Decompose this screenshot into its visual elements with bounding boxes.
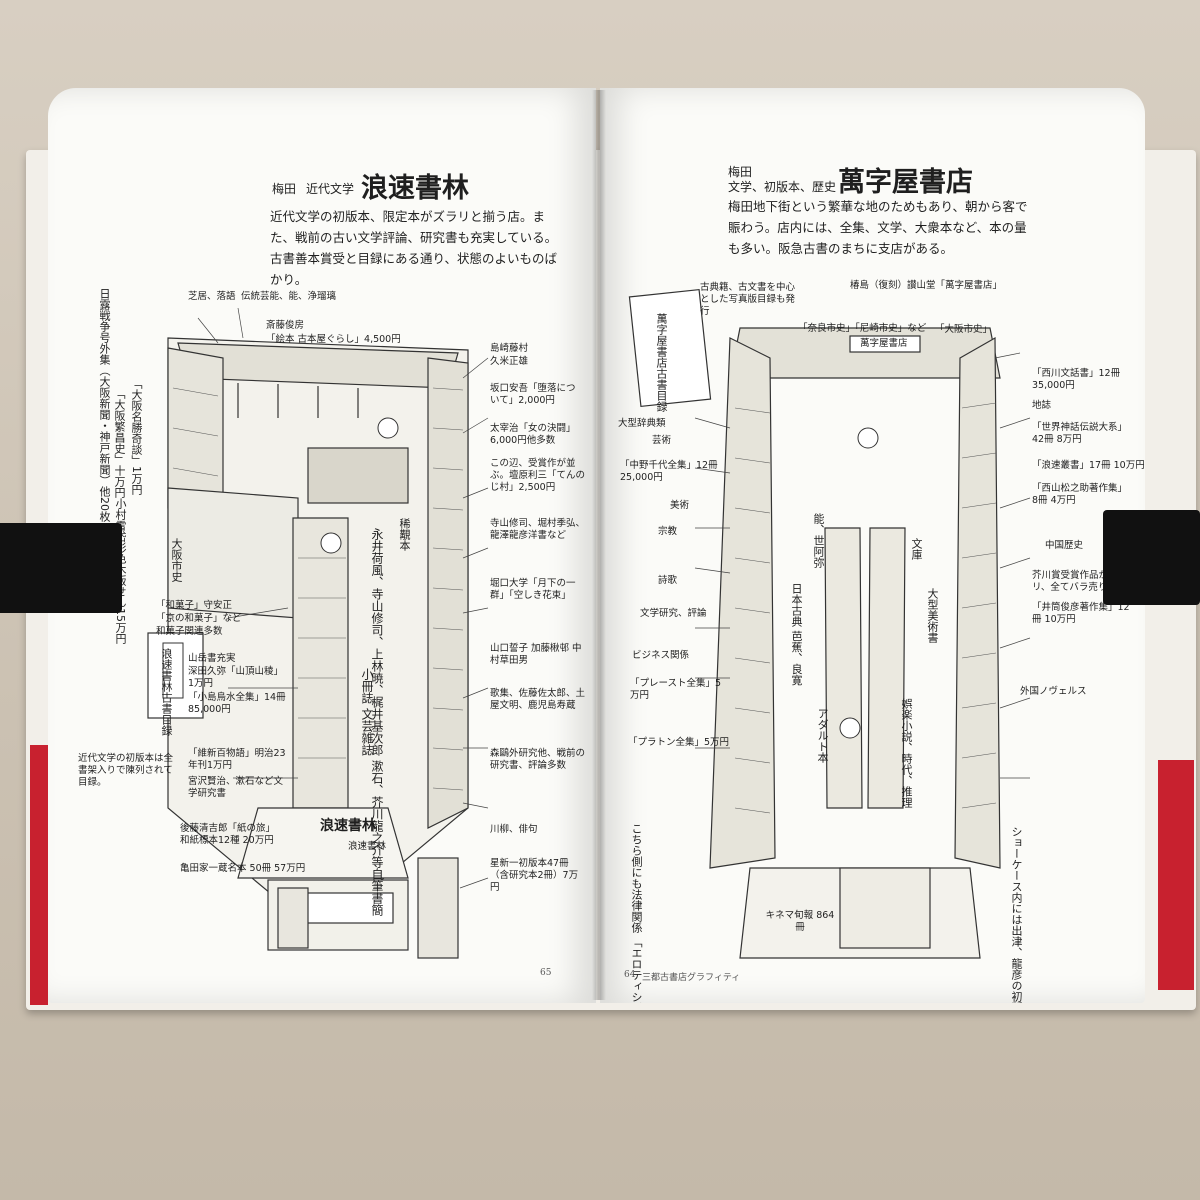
left-label-right-8: 歌集、佐藤佐太郎、土屋文明、鹿児島寿蔵 [490, 688, 586, 711]
left-shop-sign-small: 浪速書林 [348, 841, 387, 852]
left-label-right-1: 久米正雄 [490, 356, 529, 367]
left-label-left-1: 「京の和菓子」など [156, 613, 242, 624]
left-center-vert-label-2: 稀覯本 [398, 518, 411, 551]
right-lead-text: 梅田地下街という繁華な地のためもあり、朝から客で賑わう。店内には、全集、文学、大… [728, 199, 1028, 256]
right-label-bottom-vert-2: ショーケース内には出津、龍彦の初版本が並ぶ。「黄金時代」2万5千円「清楽の手帖」… [1010, 826, 1023, 1003]
right-page-number: 64 [624, 970, 636, 980]
right-label-left-9: 「プラトン全集」5万円 [628, 737, 730, 748]
left-label-right-11: 星新一初版本47冊（含研究本2冊）7万円 [490, 858, 579, 893]
right-center-vert-3: 大型美術書 [926, 588, 939, 643]
left-label-left-9: 亀田家一蔵名本 50冊 57万円 [180, 863, 306, 874]
right-label-left-6: 文学研究、評論 [640, 608, 707, 619]
left-lead-text: 近代文学の初版本、限定本がズラリと揃う店。また、戦前の古い文学評論、研究書も充実… [270, 209, 558, 287]
left-label-left-8: 後藤清吉郎「紙の旅」和紙標本12種 20万円 [180, 823, 276, 846]
right-center-vert-1: 能、世阿弥 [812, 513, 825, 568]
left-genre: 近代文学 [306, 182, 355, 196]
right-label-left-4: 宗教 [658, 526, 678, 537]
left-label-left-3: 山岳書充実 [188, 653, 236, 664]
cover-red-band-right [1158, 760, 1194, 990]
left-label-right-0: 島崎藤村 [490, 343, 529, 354]
cover-red-band-left [30, 745, 48, 1005]
right-label-right-5: 中国歴史 [1045, 540, 1084, 551]
left-page: 梅田 近代文学 浪速書林 近代文学の初版本、限定本がズラリと揃う店。また、戦前の… [48, 88, 596, 1003]
right-label-left-0: 大型辞典類 [618, 418, 666, 429]
right-center-vert-2: 日本古典 芭蕉、良寛 [790, 583, 803, 686]
right-label-right-6: 芥川賞受賞作品がズラリ、全てバラ売り [1032, 570, 1128, 593]
left-label-top-3: 「絵本 古本屋ぐらし」4,500円 [266, 334, 401, 345]
right-label-left-3: 美術 [670, 500, 690, 511]
right-label-top-1: 椿島（復刻）讃山堂「萬字屋書店」 [850, 280, 1003, 291]
right-center-vert-6: アダルト本 [816, 708, 829, 763]
left-label-right-6: 堀口大学「月下の一群」「空しき花束」 [490, 578, 576, 601]
right-running-head: 三都古書店グラフィティ [642, 973, 741, 983]
right-label-top-3: 「大阪市史」 [935, 324, 993, 335]
right-label-right-2: 「世界神話伝説大系」42冊 8万円 [1032, 422, 1128, 445]
right-label-right-1: 地誌 [1032, 400, 1052, 411]
right-shop-title: 萬字屋書店 [838, 167, 973, 198]
right-label-left-8: 「プレースト全集」5万円 [630, 678, 722, 701]
right-area: 梅田 [728, 165, 753, 179]
left-shop-illustration [147, 307, 489, 959]
left-label-vert-5: 大阪市史 [170, 538, 183, 582]
right-label-bottom: キネマ旬報 864冊 [765, 910, 835, 933]
right-clip [1103, 510, 1200, 605]
right-label-right-3: 「浪速叢書」17冊 10万円 [1032, 460, 1145, 471]
right-genre: 文学、初版本、歴史 [728, 180, 837, 194]
right-label-top-0: 古典籍、古文書を中心とした写真版目録も発行 [700, 282, 796, 317]
left-label-top-0: 芝居、落語 [188, 291, 236, 302]
left-label-left-10: 近代文学の初版本は全書架入りで陳列されて目録。 [78, 753, 174, 788]
left-label-left-4: 深田久弥「山頂山稜」1万円 [188, 666, 284, 689]
right-catalog-box-label: 萬字屋書店古書目録 [655, 313, 668, 412]
left-label-vert-2: 「大阪名勝奇談」1万円 [130, 378, 143, 495]
right-label-left-2: 「中野千代全集」12冊 25,000円 [620, 460, 718, 483]
left-shop-title: 浪速書林 [361, 173, 469, 204]
left-label-right-2: 坂口安吾「堕落について」2,000円 [490, 383, 576, 406]
book-gutter [592, 90, 606, 1000]
left-label-right-3: 太宰治「女の決闘」6,000円他多数 [490, 423, 576, 446]
left-label-right-5: 寺山修司、堀村季弘、龍澤龍彦洋書など [490, 518, 586, 541]
right-shop-illustration [628, 288, 1031, 959]
right-label-right-0: 「西川文話書」12冊 35,000円 [1032, 368, 1121, 391]
left-catalog-box-label: 浪速書林古書目録 [160, 648, 173, 736]
left-center-vert-label-3: 小冊誌 文芸雑誌 [360, 668, 374, 756]
left-label-left-5: 「小島烏水全集」14冊 85,000円 [188, 692, 286, 715]
right-center-vert-4: 文庫 [910, 538, 923, 560]
left-label-right-10: 川柳、俳句 [490, 824, 538, 835]
left-label-vert-1: 日露戦争号外集（大阪新聞・神戸新聞）他20枚10万円 [98, 288, 111, 558]
left-label-right-4: この辺、受賞作が並ぶ。壇原利三「てんのじ村」2,500円 [490, 458, 586, 493]
left-label-right-9: 森鷗外研究他、戦前の研究書、評論多数 [490, 748, 586, 771]
right-page: 梅田 文学、初版本、歴史 萬字屋書店 梅田地下街という繁華な地のためもあり、朝か… [600, 88, 1145, 1003]
left-area: 梅田 [272, 182, 297, 196]
right-label-left-7: ビジネス関係 [632, 650, 690, 661]
right-shop-banner: 萬字屋書店 [860, 338, 908, 349]
left-label-top-1: 伝統芸能、能、浄瑠璃 [241, 291, 337, 302]
left-label-left-6: 「維新百物語」明治23年刊1万円 [188, 748, 286, 771]
left-label-left-2: 和菓子関連多数 [156, 626, 223, 637]
left-label-left-7: 宮沢賢治、漱石など文学研究書 [188, 776, 284, 799]
right-label-bottom-vert: こちら側にも法律関係 「エロティシズム」6千円 サド研究 4,500円 快楽主義… [630, 823, 643, 1003]
right-label-right-8: 外国ノヴェルス [1020, 686, 1087, 697]
right-label-right-7: 「井筒俊彦著作集」12冊 10万円 [1032, 602, 1130, 625]
right-label-left-1: 芸術 [652, 435, 672, 446]
left-label-right-7: 山口誓子 加藤楸邨 中村草田男 [490, 643, 582, 666]
left-label-vert-3: 「大阪繁昌史」十万円 [113, 388, 126, 498]
right-center-vert-5: 娯楽小説、時代、推理 [900, 698, 913, 808]
left-label-top-2: 斎藤俊房 [266, 320, 305, 331]
left-label-left-0: 「和菓子」守安正 [156, 600, 233, 611]
right-label-top-2: 「奈良市史」「尼崎市史」など [798, 323, 927, 334]
left-page-number: 65 [540, 968, 552, 978]
right-label-left-5: 詩歌 [658, 575, 678, 586]
left-clip [0, 523, 122, 613]
right-label-right-4: 「西山松之助著作集」8冊 4万円 [1032, 483, 1128, 506]
left-shop-sign: 浪速書林 [320, 818, 376, 834]
